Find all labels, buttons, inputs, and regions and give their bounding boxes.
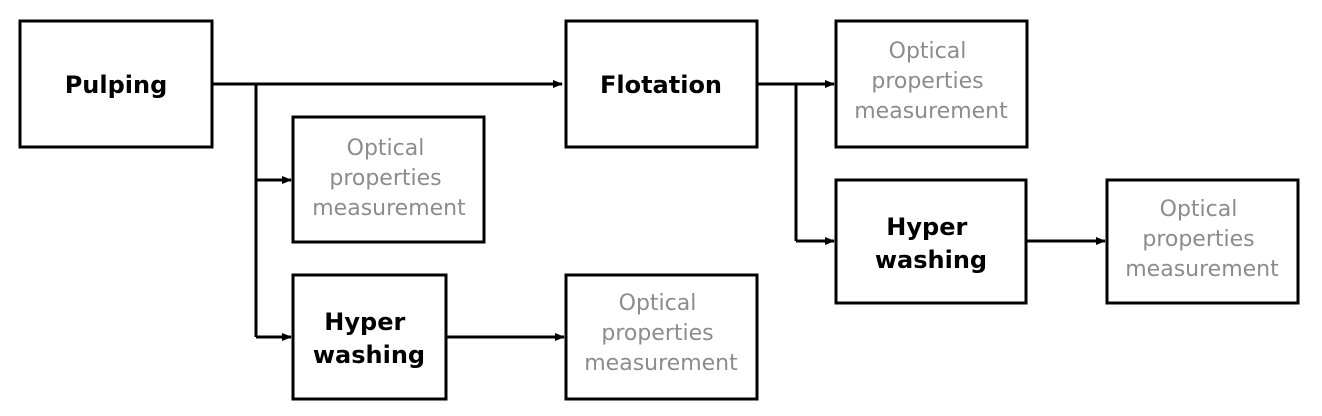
optical-measurement-after-pulping: Optical properties measurement bbox=[291, 115, 486, 244]
hyper-washing-label: Hyper washing bbox=[313, 308, 425, 369]
hyper-washing-step-2: Hyper washing bbox=[834, 178, 1028, 305]
properties-line: properties bbox=[329, 166, 441, 191]
pulping-label: Pulping bbox=[65, 71, 168, 99]
measurement-line: measurement bbox=[854, 99, 1008, 124]
hyper-washing-step-1: Hyper washing bbox=[291, 273, 448, 401]
properties-line: properties bbox=[871, 69, 983, 94]
optical-measurement-box bbox=[291, 115, 486, 244]
hyper-line: Hyper bbox=[886, 213, 967, 241]
optical-measurement-label: Optical properties measurement bbox=[1125, 197, 1279, 282]
optical-line: Optical bbox=[889, 39, 967, 64]
optical-measurement-box bbox=[564, 273, 759, 401]
hyper-washing-label: Hyper washing bbox=[875, 213, 987, 274]
optical-measurement-after-flotation: Optical properties measurement bbox=[834, 19, 1029, 149]
optical-line: Optical bbox=[619, 291, 697, 316]
optical-measurement-label: Optical properties measurement bbox=[584, 291, 738, 376]
properties-line: properties bbox=[601, 321, 713, 346]
flotation-box bbox=[564, 19, 759, 149]
flotation-label: Flotation bbox=[600, 71, 722, 99]
washing-line: washing bbox=[313, 341, 425, 369]
hyper-washing-box bbox=[834, 178, 1028, 305]
connectors bbox=[212, 80, 1106, 341]
hyper-washing-box bbox=[291, 273, 448, 401]
optical-measurement-box bbox=[834, 19, 1029, 149]
optical-measurement-label: Optical properties measurement bbox=[854, 39, 1008, 124]
properties-line: properties bbox=[1142, 227, 1254, 252]
pulping-step: Pulping bbox=[18, 19, 214, 149]
flotation-step: Flotation bbox=[564, 19, 759, 149]
hyper-line: Hyper bbox=[324, 308, 405, 336]
pulping-box bbox=[18, 19, 214, 149]
optical-measurement-after-hyper-washing-2: Optical properties measurement bbox=[1105, 178, 1300, 305]
optical-measurement-after-hyper-washing-1: Optical properties measurement bbox=[564, 273, 759, 401]
washing-line: washing bbox=[875, 246, 987, 274]
measurement-line: measurement bbox=[312, 196, 466, 221]
optical-measurement-label: Optical properties measurement bbox=[312, 136, 466, 221]
optical-measurement-box bbox=[1105, 178, 1300, 305]
measurement-line: measurement bbox=[584, 351, 738, 376]
optical-line: Optical bbox=[1160, 197, 1238, 222]
measurement-line: measurement bbox=[1125, 257, 1279, 282]
optical-line: Optical bbox=[347, 136, 425, 161]
